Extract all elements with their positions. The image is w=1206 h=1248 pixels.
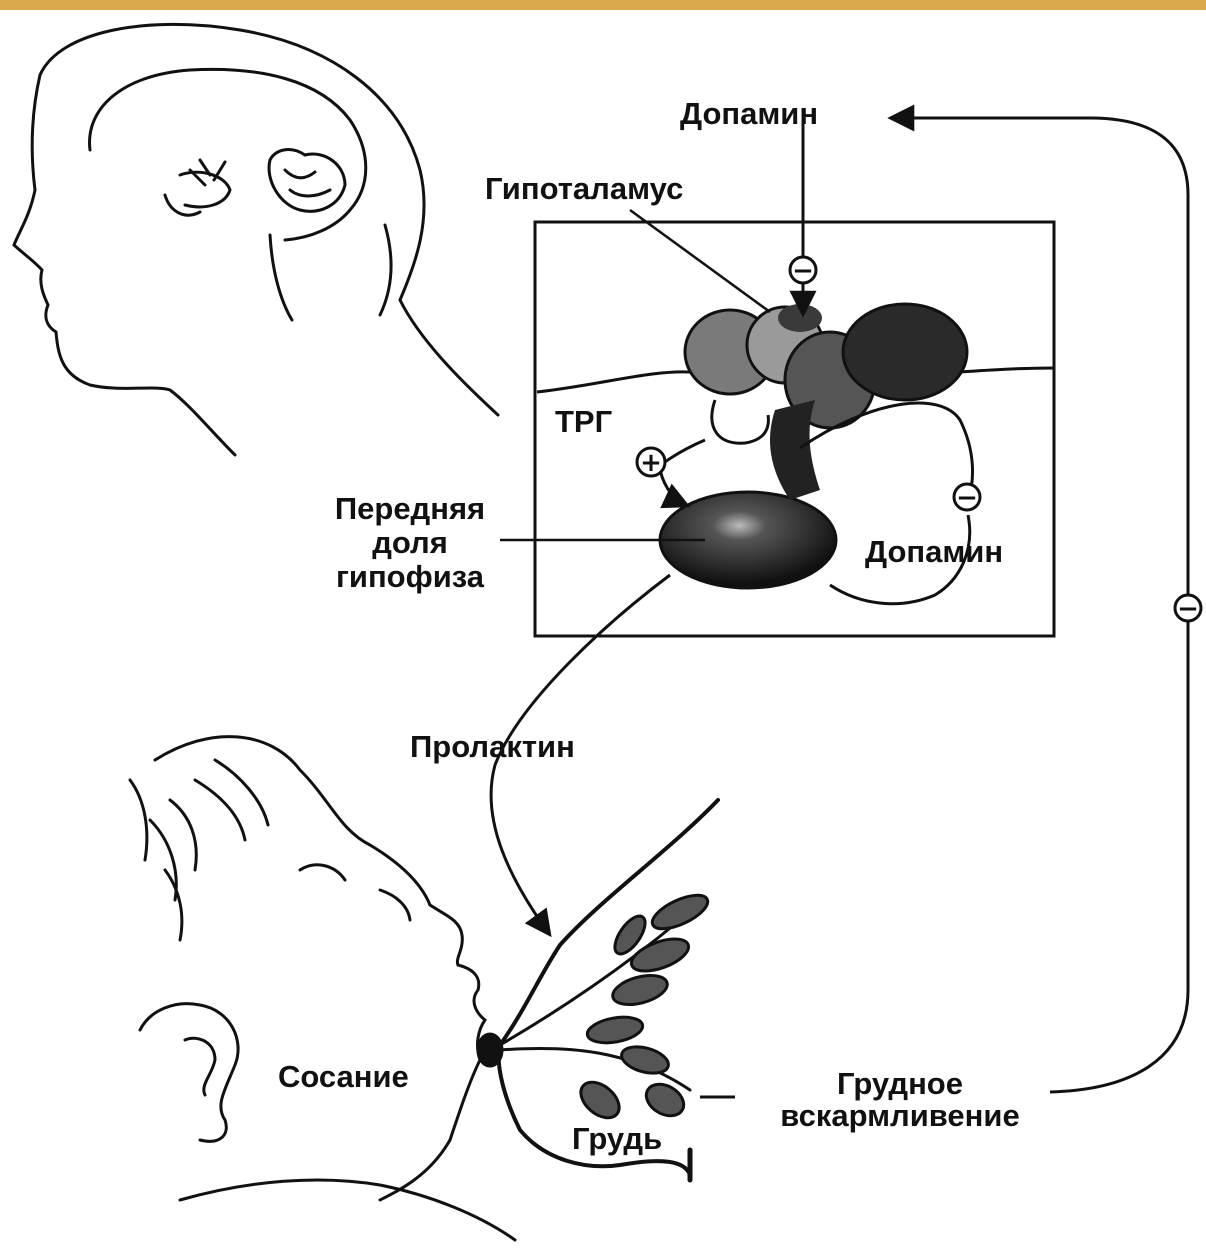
- label-anterior-pituitary-line1: Передняя: [310, 492, 510, 526]
- infant-face-icon: [130, 737, 515, 1240]
- label-prolactin: Пролактин: [410, 730, 575, 764]
- hypothalamus-gland: [685, 304, 967, 428]
- inhibit-sign-hypothalamus: −: [790, 256, 816, 286]
- stimulate-sign-trg: +: [637, 448, 665, 478]
- svg-text:+: +: [640, 448, 662, 478]
- label-hypothalamus: Гипоталамус: [485, 172, 683, 206]
- inhibit-sign-feedback: −: [1175, 594, 1201, 624]
- label-dopamine-top: Допамин: [680, 97, 818, 131]
- label-breastfeeding-line1: Грудное: [740, 1068, 1060, 1100]
- head-profile-icon: [14, 24, 498, 455]
- label-anterior-pituitary: Передняя доля гипофиза: [310, 492, 510, 594]
- label-anterior-pituitary-line3: гипофиза: [310, 560, 510, 594]
- inhibit-sign-dopamine: −: [954, 483, 980, 513]
- label-breastfeeding-line2: вскармливение: [740, 1100, 1060, 1132]
- svg-text:−: −: [1177, 594, 1199, 624]
- pituitary-gland: [660, 400, 836, 588]
- label-breastfeeding: Грудное вскармливение: [740, 1068, 1060, 1132]
- label-anterior-pituitary-line2: доля: [310, 526, 510, 560]
- hypothalamus-pointer: [630, 210, 770, 312]
- feedback-arrow: [890, 118, 1188, 1092]
- label-breast: Грудь: [572, 1122, 662, 1156]
- svg-text:−: −: [956, 483, 978, 513]
- label-trg: ТРГ: [555, 405, 612, 439]
- label-dopamine-right: Допамин: [865, 535, 1003, 569]
- svg-text:−: −: [792, 256, 814, 286]
- label-suckling: Сосание: [278, 1060, 409, 1094]
